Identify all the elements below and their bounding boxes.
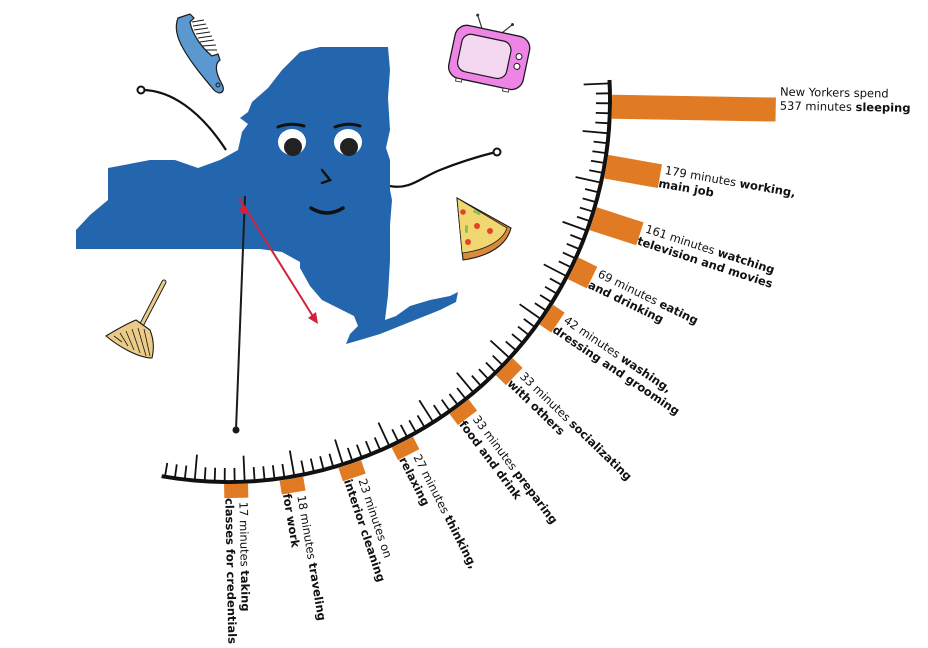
comb-icon <box>176 14 223 93</box>
bar-2 <box>604 155 662 188</box>
clock-pivot <box>240 206 248 214</box>
svg-text:537 minutes sleeping: 537 minutes sleeping <box>780 99 911 115</box>
pizza-icon <box>457 198 511 260</box>
bar-3 <box>589 207 643 245</box>
svg-text:dressing and grooming: dressing and grooming <box>550 323 682 418</box>
svg-text:33 minutes socializating: 33 minutes socializating <box>517 369 635 483</box>
new-york-state-map <box>76 47 458 344</box>
bar-label: 27 minutes thinking,relaxing <box>396 448 480 577</box>
svg-text:27 minutes thinking,: 27 minutes thinking, <box>411 452 481 571</box>
tv-icon <box>446 10 535 95</box>
bar-1 <box>612 95 776 122</box>
broom-icon <box>106 282 164 358</box>
right-arm <box>390 152 496 187</box>
svg-text:18 minutes traveling: 18 minutes traveling <box>294 494 329 622</box>
svg-text:classes for credentials: classes for credentials <box>222 498 239 644</box>
svg-text:42 minutes washing,: 42 minutes washing, <box>561 313 674 395</box>
left-arm <box>142 90 226 150</box>
bar-label: 179 minutes working,main job <box>658 162 797 213</box>
bar-11 <box>224 484 248 498</box>
svg-text:33 minutes preparing: 33 minutes preparing <box>470 413 561 527</box>
bar-label: 42 minutes washing,dressing and grooming <box>550 311 690 418</box>
